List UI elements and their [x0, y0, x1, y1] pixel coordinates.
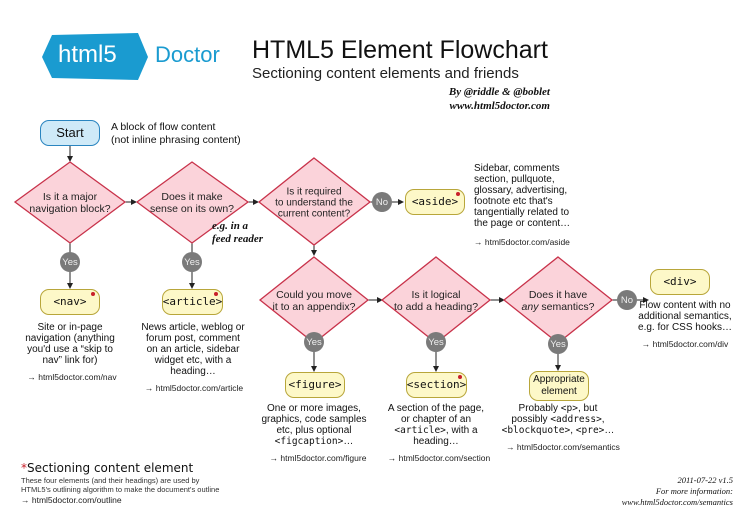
yes-connector: Yes [304, 332, 324, 352]
start-desc-line: (not inline phrasing content) [111, 134, 241, 146]
figure-link[interactable]: → html5doctor.com/figure [269, 453, 367, 463]
page-subtitle: Sectioning content elements and friends [252, 65, 519, 82]
start-label: Start [56, 125, 84, 140]
start-node: Start [40, 120, 100, 146]
yes-connector: Yes [548, 334, 568, 354]
no-connector: No [617, 290, 637, 310]
sectioning-marker-icon [91, 292, 95, 296]
legend-text: These four elements (and their headings)… [21, 476, 220, 494]
article-link[interactable]: → html5doctor.com/article [144, 383, 244, 393]
aside-link[interactable]: → html5doctor.com/aside [474, 237, 570, 247]
element-aside: <aside> [405, 189, 465, 215]
more-info-link[interactable]: www.html5doctor.com/semantics [621, 497, 733, 507]
sectioning-marker-icon [458, 375, 462, 379]
section-description: A section of the page,or chapter of an<a… [387, 403, 485, 447]
sectioning-marker-icon: * [21, 461, 27, 475]
decision-diamond-nav [13, 161, 127, 244]
element-figure: <figure> [285, 372, 345, 398]
no-connector: No [372, 192, 392, 212]
yes-connector: Yes [182, 252, 202, 272]
yes-connector: Yes [426, 332, 446, 352]
element-nav: <nav> [40, 289, 100, 315]
div-link[interactable]: → html5doctor.com/div [641, 339, 729, 349]
more-info-label: For more information: [655, 486, 733, 496]
yes-connector: Yes [60, 252, 80, 272]
section-link[interactable]: → html5doctor.com/section [387, 453, 491, 463]
figure-description: One or more images,graphics, code sample… [261, 403, 367, 447]
start-desc-line: A block of flow content [111, 121, 216, 133]
element-div: <div> [650, 269, 710, 295]
byline: By @riddle & @boblet [448, 86, 550, 98]
element-article: <article> [162, 289, 223, 315]
decision-diamond-article [135, 161, 250, 244]
semantics-link[interactable]: → html5doctor.com/semantics [506, 442, 620, 452]
page-title: HTML5 Element Flowchart [252, 36, 548, 64]
logo-html5-text: html5 [58, 41, 117, 68]
element-section: <section> [406, 372, 467, 398]
start-description: A block of flow content(not inline phras… [111, 121, 241, 147]
outline-link[interactable]: → html5doctor.com/outline [21, 495, 122, 505]
logo-doctor-text: Doctor [155, 42, 220, 67]
decision-diamond-aside [257, 157, 372, 246]
logo-hexagon [42, 33, 148, 80]
site-url: www.html5doctor.com [449, 100, 550, 112]
sectioning-marker-icon [214, 292, 218, 296]
version: 2011-07-22 v1.5 [677, 475, 733, 485]
sectioning-marker-icon [456, 192, 460, 196]
legend-title: *Sectioning content element [21, 461, 194, 475]
nav-link[interactable]: → html5doctor.com/nav [27, 372, 117, 382]
